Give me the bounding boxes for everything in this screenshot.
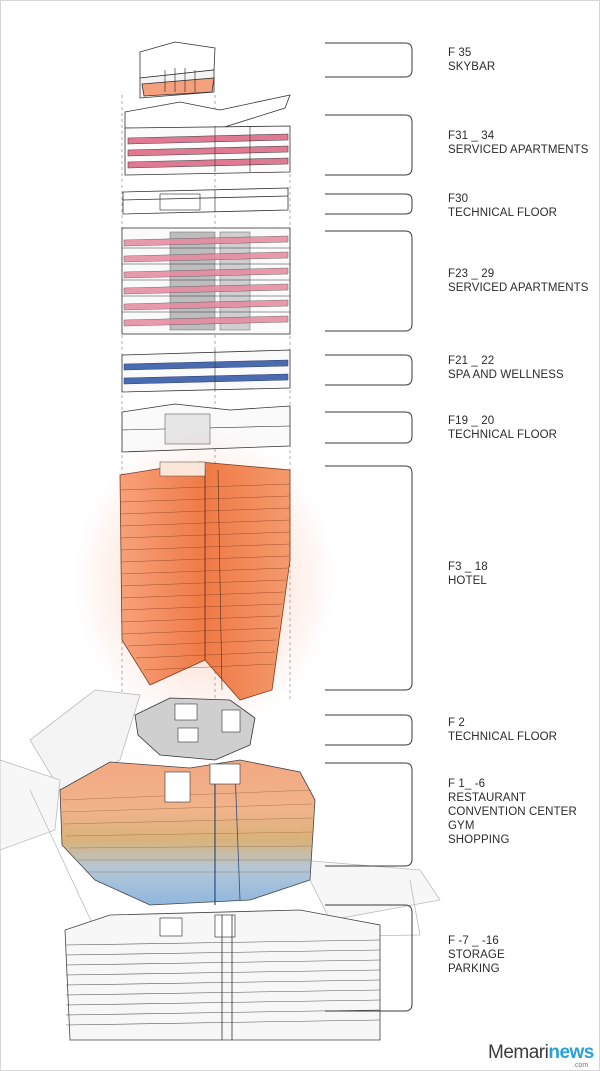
label-f7-16-floor: F -7 _ -16 [448, 935, 499, 947]
bracket-f19-20 [325, 411, 413, 444]
label-f21-22-floor: F21 _ 22 [448, 355, 495, 367]
label-f21-22-use: SPA AND WELLNESS [448, 369, 564, 381]
label-f1-6-use-3: GYM [448, 820, 475, 832]
label-f1-6-use-1: RESTAURANT [448, 792, 527, 804]
apartments-lower-level [121, 227, 291, 335]
apartments-upper-level [124, 94, 291, 176]
label-f7-16-use-2: PARKING [448, 963, 500, 975]
label-f3-18-use: HOTEL [448, 575, 487, 587]
site-logo: Memarinews [488, 1042, 594, 1064]
label-f30-use: TECHNICAL FLOOR [448, 207, 558, 219]
label-f21-22: F21 _ 22 SPA AND WELLNESS [448, 354, 564, 382]
label-f1-6-use-2: CONVENTION CENTER [448, 806, 577, 818]
brackets [325, 42, 413, 1012]
label-f31-34-floor: F31 _ 34 [448, 130, 495, 142]
label-f3-18: F3 _ 18 HOTEL [448, 560, 488, 588]
label-f35: F 35 SKYBAR [448, 46, 495, 74]
label-f35-use: SKYBAR [448, 61, 496, 73]
label-f31-34: F31 _ 34 SERVICED APARTMENTS [448, 129, 589, 157]
technical-floor-2 [134, 697, 256, 761]
bracket-f3-18 [325, 465, 413, 691]
bracket-f30 [325, 193, 413, 215]
spa-level [121, 349, 291, 393]
label-f3-18-floor: F3 _ 18 [448, 561, 488, 573]
label-f35-floor: F 35 [448, 47, 472, 59]
logo-part-memari: Memari [488, 1042, 549, 1063]
label-f31-34-use: SERVICED APARTMENTS [448, 144, 589, 156]
bracket-f2 [325, 714, 413, 746]
label-f7-16-use-1: STORAGE [448, 949, 505, 961]
label-f23-29: F23 _ 29 SERVICED APARTMENTS [448, 267, 589, 295]
bracket-f1-6 [325, 762, 413, 867]
bracket-f35 [325, 42, 413, 78]
bracket-f21-22 [325, 354, 413, 386]
bracket-f31-34 [325, 114, 413, 176]
hotel-level [75, 430, 335, 730]
label-f7-16: F -7 _ -16 STORAGE PARKING [448, 934, 505, 976]
label-f2-use: TECHNICAL FLOOR [448, 731, 558, 743]
label-f30-floor: F30 [448, 193, 469, 205]
logo-domain: .com [573, 1062, 589, 1069]
skybar-level [139, 41, 216, 99]
label-f2: F 2 TECHNICAL FLOOR [448, 716, 557, 744]
label-f1-6-floor: F 1_ -6 [448, 778, 486, 790]
label-f23-29-use: SERVICED APARTMENTS [448, 282, 589, 294]
label-f1-6-use-4: SHOPPING [448, 834, 510, 846]
podium-level [59, 759, 316, 906]
label-f30: F30 TECHNICAL FLOOR [448, 192, 557, 220]
label-f23-29-floor: F23 _ 29 [448, 268, 495, 280]
bracket-f23-29 [325, 230, 413, 332]
label-f19-20-use: TECHNICAL FLOOR [448, 429, 558, 441]
parking-level [64, 909, 381, 1041]
label-f2-floor: F 2 [448, 717, 465, 729]
label-f19-20: F19 _ 20 TECHNICAL FLOOR [448, 414, 557, 442]
bracket-f7-16 [325, 904, 413, 1012]
label-f1-6: F 1_ -6 RESTAURANT CONVENTION CENTER GYM… [448, 777, 577, 847]
label-f19-20-floor: F19 _ 20 [448, 415, 495, 427]
technical-floor-30 [122, 187, 289, 215]
logo-part-news: news [548, 1042, 594, 1063]
